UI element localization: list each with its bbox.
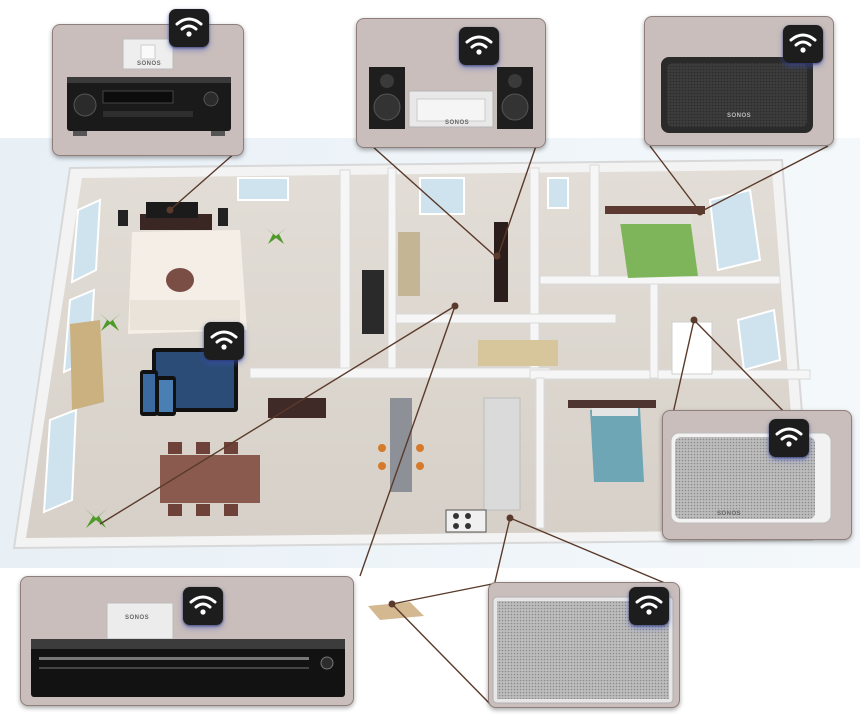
- device-brand-text: SONOS: [727, 113, 752, 119]
- play3-white-speaker: [670, 432, 832, 524]
- play3-black-speaker: [661, 57, 813, 133]
- leader-lines: [99, 145, 829, 707]
- study-tv: [494, 222, 508, 302]
- device-callout-play3-white: SONOS: [662, 410, 852, 540]
- av-receiver: [67, 38, 231, 136]
- wifi-icon: [183, 587, 223, 625]
- windows: [42, 177, 782, 514]
- device-callout-play3-black: SONOS: [644, 16, 834, 146]
- dining-table: [160, 455, 260, 503]
- device-brand-text: SONOS: [717, 511, 742, 517]
- device-callout-bookshelf: SONOS: [356, 18, 546, 148]
- wifi-icon: [204, 322, 244, 360]
- leader-dots: [166, 206, 704, 608]
- bookshelf-speakers: [369, 67, 533, 129]
- bed-blue: [590, 408, 644, 482]
- patio-unit: [368, 602, 424, 620]
- play5-speaker: [492, 596, 674, 704]
- media-cabinet: [268, 398, 326, 418]
- hall-cabinet: [478, 340, 558, 366]
- device-callout-play5: [488, 582, 680, 708]
- device-callout-connect-amp: SONOS: [20, 576, 354, 706]
- bed-green: [620, 218, 698, 278]
- kitchen-counter: [483, 397, 521, 511]
- study-desk: [398, 232, 420, 296]
- kitchen-island: [390, 398, 412, 492]
- wifi-icon: [629, 587, 669, 625]
- bar-stools: [378, 444, 424, 470]
- study-shelf: [362, 270, 384, 334]
- device-brand-text: SONOS: [137, 61, 162, 67]
- device-callout-receiver: SONOS: [52, 9, 244, 156]
- side-cabinet: [70, 320, 104, 410]
- wifi-icon: [459, 27, 499, 65]
- amplifier-with-connect: [31, 602, 345, 697]
- device-brand-text: SONOS: [125, 615, 150, 621]
- stove: [445, 509, 487, 533]
- interior-walls: [249, 164, 811, 529]
- wifi-icon: [769, 419, 809, 457]
- coffee-table: [166, 268, 194, 292]
- device-brand-text: SONOS: [445, 120, 470, 126]
- wifi-icon: [169, 9, 209, 47]
- wifi-icon: [783, 25, 823, 63]
- tablet-controllers: [140, 348, 238, 416]
